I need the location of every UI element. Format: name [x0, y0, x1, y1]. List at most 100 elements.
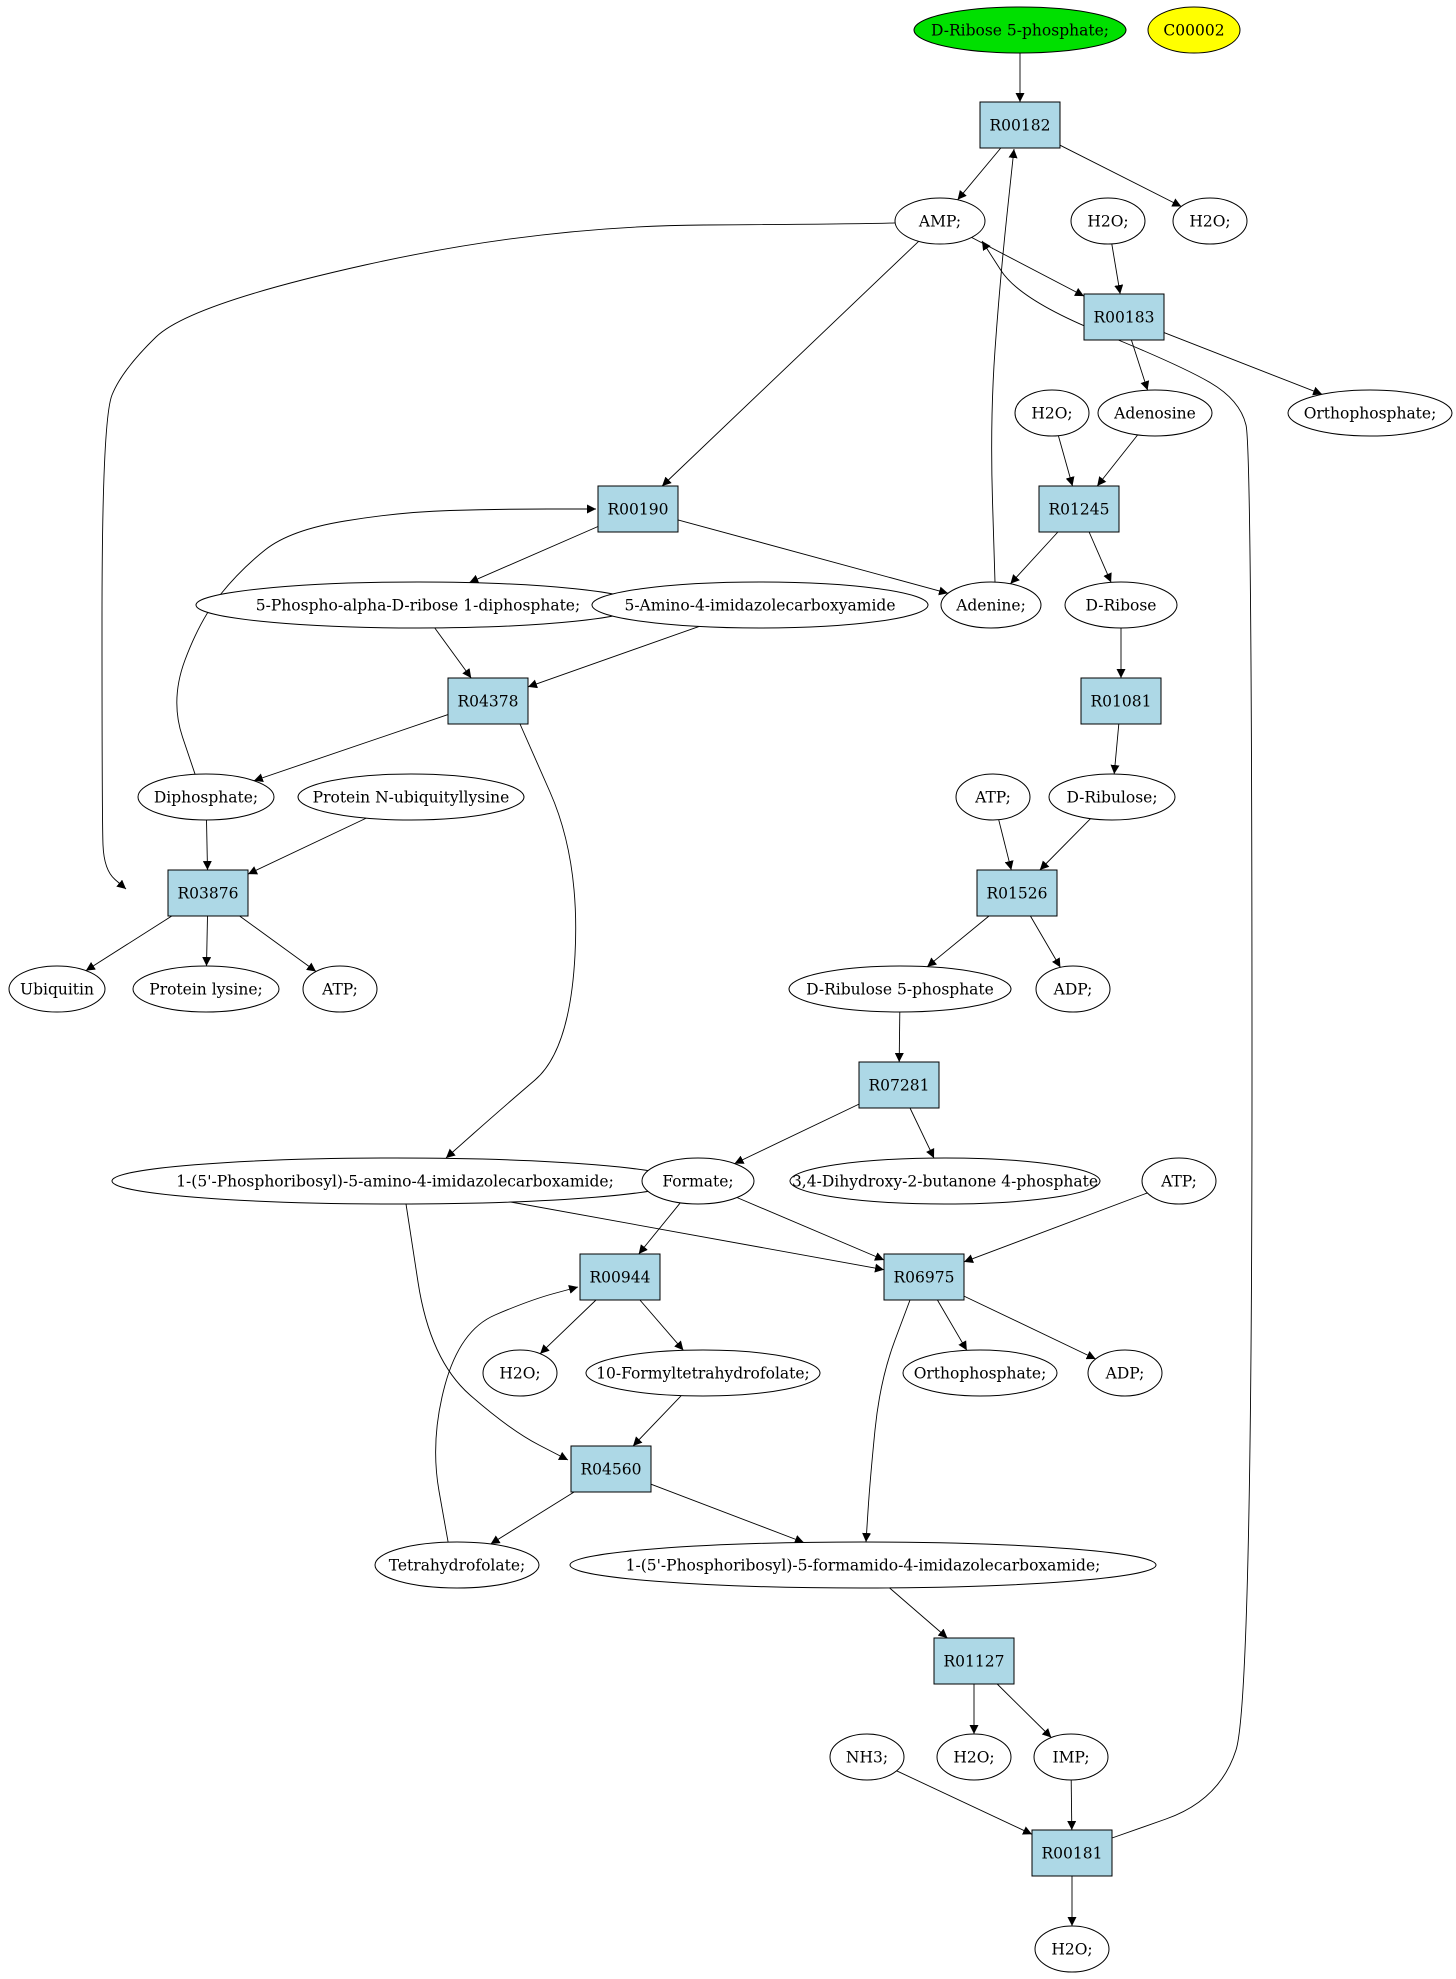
edge-r03876-to-ubiquitin	[85, 915, 173, 971]
compound-ellipse	[1035, 965, 1111, 1013]
node-label: H2O;	[953, 1749, 994, 1767]
compound-node-h2o_c: H2O;	[1014, 389, 1090, 437]
reaction-box	[979, 101, 1061, 149]
edges-layer	[85, 53, 1323, 1926]
edge-r07281-to-formate	[734, 1103, 860, 1165]
edge-r03876-to-plys	[202, 915, 212, 967]
node-label: D-Ribose	[1086, 597, 1157, 615]
compound-node-h2o_f: H2O;	[1034, 1925, 1110, 1973]
compound-node-fthf: 10-Formyltetrahydrofolate;	[585, 1349, 821, 1397]
compound-node-adenosine: Adenosine	[1097, 389, 1213, 437]
node-label: 5-Phospho-alpha-D-ribose 1-diphosphate;	[256, 597, 580, 615]
node-label: Tetrahydrofolate;	[389, 1557, 525, 1575]
compound-ellipse	[829, 1733, 905, 1781]
edge-faicar-to-r01127	[889, 1587, 948, 1639]
node-label: ATP;	[974, 789, 1011, 807]
compound-node-h2o_b: H2O;	[1172, 197, 1248, 245]
edge-r07281-to-dhbp	[909, 1107, 935, 1159]
compound-node-formate: Formate;	[641, 1157, 755, 1205]
compound-ellipse	[585, 1349, 821, 1397]
compound-ellipse	[1097, 389, 1213, 437]
compound-ellipse	[902, 1349, 1058, 1397]
compound-ellipse	[641, 1157, 755, 1205]
compound-node-atp_a: ATP;	[955, 773, 1031, 821]
compound-node-adp_b: ADP;	[1087, 1349, 1163, 1397]
compound-node-dribose: D-Ribose	[1064, 581, 1178, 629]
node-label: R07281	[869, 1077, 930, 1095]
compound-ellipse	[1014, 389, 1090, 437]
edge-prpp-to-r04378	[434, 627, 472, 679]
reaction-node-r06975: R06975	[883, 1253, 965, 1301]
node-label: H2O;	[499, 1365, 540, 1383]
node-label: Ubiquitin	[20, 981, 94, 999]
reaction-node-r04378: R04378	[447, 677, 529, 725]
node-label: 10-Formyltetrahydrofolate;	[596, 1365, 810, 1383]
reaction-box	[976, 869, 1058, 917]
edge-r01081-to-dribulose	[1110, 723, 1120, 775]
edge-atp_c-to-r06975	[963, 1192, 1148, 1263]
compound-node-amp: AMP;	[894, 197, 986, 245]
node-label: D-Ribulose 5-phosphate	[806, 981, 994, 999]
edge-r04378-to-diphos	[253, 714, 449, 783]
node-label: H2O;	[1031, 405, 1072, 423]
edge-r00944-to-h2o_d	[539, 1299, 597, 1355]
node-label: R00182	[990, 117, 1051, 135]
edge-r00944-to-fthf	[639, 1299, 684, 1351]
node-label: 3,4-Dihydroxy-2-butanone 4-phosphate	[792, 1173, 1098, 1191]
reaction-node-r04560: R04560	[570, 1445, 652, 1493]
edge-pnub-to-r03876	[247, 817, 367, 875]
node-label: R00190	[608, 501, 669, 519]
edge-r00183-to-adenosine	[1130, 339, 1150, 391]
compound-node-nh3: NH3;	[829, 1733, 905, 1781]
reaction-box	[167, 869, 249, 917]
reaction-box	[1083, 293, 1165, 341]
edge-h2o_a-to-r00183	[1111, 243, 1124, 295]
compound-ellipse	[1033, 1733, 1109, 1781]
reaction-node-r00181: R00181	[1031, 1829, 1113, 1877]
edge-amp-to-r03876	[101, 222, 896, 890]
edge-fthf-to-r04560	[632, 1395, 682, 1447]
edge-formate-to-r06975	[736, 1197, 885, 1261]
edge-r01127-to-imp	[996, 1683, 1052, 1738]
compound-node-ortho2: Orthophosphate;	[902, 1349, 1058, 1397]
node-label: Diphosphate;	[154, 789, 258, 807]
edge-r04560-to-thf	[490, 1491, 575, 1545]
compound-node-thf: Tetrahydrofolate;	[374, 1541, 540, 1589]
reaction-node-r01526: R01526	[976, 869, 1058, 917]
node-label: R00181	[1042, 1845, 1103, 1863]
compound-node-dribulose: D-Ribulose;	[1048, 773, 1176, 821]
edge-r00190-to-prpp	[469, 526, 599, 584]
reaction-node-r07281: R07281	[858, 1061, 940, 1109]
compound-node-atp_b: ATP;	[302, 965, 378, 1013]
compound-node-faicar: 1-(5'-Phosphoribosyl)-5-formamido-4-imid…	[569, 1541, 1157, 1589]
reaction-box	[570, 1445, 652, 1493]
reaction-node-r01245: R01245	[1038, 485, 1120, 533]
node-label: H2O;	[1051, 1941, 1092, 1959]
edge-r06975-to-faicar	[862, 1299, 911, 1543]
compound-node-pnub: Protein N-ubiquityllysine	[297, 773, 525, 821]
node-label: R04378	[458, 693, 519, 711]
node-label: R00944	[590, 1269, 651, 1287]
node-label: H2O;	[1189, 213, 1230, 231]
node-label: R03876	[178, 885, 239, 903]
edge-dribulose5p-to-r07281	[894, 1011, 904, 1063]
compound-node-prpp: 5-Phospho-alpha-D-ribose 1-diphosphate;	[195, 581, 641, 629]
node-label: Formate;	[662, 1173, 733, 1191]
node-label: R01245	[1049, 501, 1110, 519]
edge-imp-to-r00181	[1067, 1779, 1077, 1831]
compound-node-atp_c: ATP;	[1141, 1157, 1217, 1205]
node-label: H2O;	[1087, 213, 1128, 231]
reaction-node-r00183: R00183	[1083, 293, 1165, 341]
reaction-box	[447, 677, 529, 725]
compound-ellipse	[374, 1541, 540, 1589]
node-label: 1-(5'-Phosphoribosyl)-5-formamido-4-imid…	[626, 1557, 1101, 1575]
edge-r00183-to-ortho1	[1163, 332, 1323, 396]
edge-r04378-to-aicar	[445, 723, 577, 1159]
reaction-node-r00182: R00182	[979, 101, 1061, 149]
node-label: D-Ribose 5-phosphate;	[931, 22, 1109, 40]
compound-node-h2o_a: H2O;	[1070, 197, 1146, 245]
edge-r00181-to-amp	[981, 240, 1253, 1839]
edge-r01526-to-adp_a	[1030, 915, 1061, 968]
compound-node-c00002: C00002	[1147, 6, 1241, 54]
compound-node-ortho1: Orthophosphate;	[1287, 389, 1453, 437]
